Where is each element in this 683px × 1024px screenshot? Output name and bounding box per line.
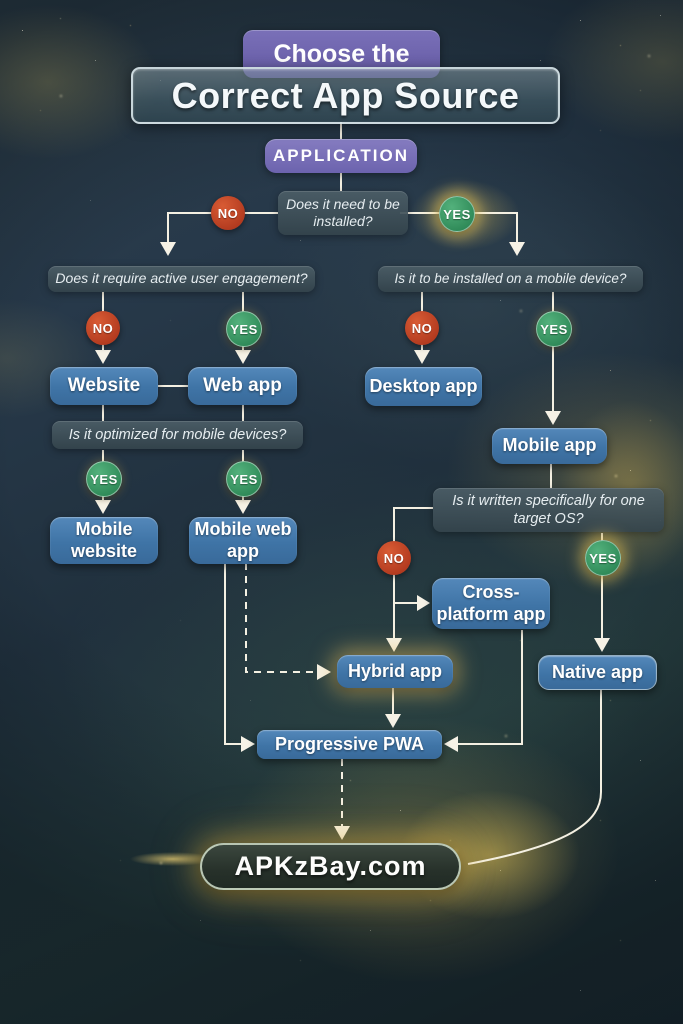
no-label: NO <box>217 205 239 221</box>
arrowhead <box>95 350 111 364</box>
yes-label: YES <box>230 471 258 487</box>
node-label: Native app <box>551 661 644 682</box>
no-label: NO <box>411 320 433 336</box>
node-progressive-pwa: Progressive PWA <box>257 730 442 759</box>
node-hybrid-app: Hybrid app <box>337 655 453 688</box>
node-desktop-app: Desktop app <box>365 367 482 406</box>
node-cross-platform-app: Cross-platform app <box>432 578 550 629</box>
decision-yes-mobile-device: YES <box>536 311 572 347</box>
question-text: Is it optimized for mobile devices? <box>68 426 287 443</box>
edge-q5-no <box>393 507 433 640</box>
edge-crossplatform-pwa <box>457 630 523 745</box>
decision-yes-need-installed: YES <box>439 196 475 232</box>
yes-label: YES <box>589 550 617 566</box>
node-label: Mobile web app <box>194 519 292 561</box>
footer-website-pill: APKzBay.com <box>200 843 461 890</box>
arrowhead <box>414 350 430 364</box>
question-text: Is it written specifically for one targe… <box>452 492 645 527</box>
yes-label: YES <box>230 321 258 337</box>
node-label: Cross-platform app <box>436 582 546 624</box>
arrowhead <box>509 242 525 256</box>
node-label: Desktop app <box>369 375 478 396</box>
decision-no-mobile-device: NO <box>405 311 439 345</box>
node-label: Hybrid app <box>347 660 442 681</box>
question-need-installed: Does it need to be installed? <box>278 191 408 235</box>
arrowhead <box>241 736 255 752</box>
node-label: Website <box>67 374 141 396</box>
decision-yes-active-engagement: YES <box>226 311 262 347</box>
edge-mobilewebapp-hybrid-dashed <box>245 563 318 673</box>
arrowhead <box>235 350 251 364</box>
node-label: Mobile website <box>70 519 138 561</box>
node-mobile-website: Mobile website <box>50 517 158 564</box>
yes-label: YES <box>540 321 568 337</box>
decision-no-target-os: NO <box>377 541 411 575</box>
yes-label: YES <box>443 206 471 222</box>
question-text: Does it require active user engagement? <box>55 270 308 287</box>
node-mobile-app: Mobile app <box>492 428 607 464</box>
node-web-app: Web app <box>188 367 297 405</box>
decision-yes-optimized-website: YES <box>86 461 122 497</box>
arrowhead <box>160 242 176 256</box>
node-label: Mobile app <box>502 435 597 456</box>
question-optimized-mobile: Is it optimized for mobile devices? <box>52 421 303 449</box>
decision-yes-optimized-webapp: YES <box>226 461 262 497</box>
question-target-os: Is it written specifically for one targe… <box>433 488 664 532</box>
question-text: Does it need to be installed? <box>286 195 400 230</box>
decision-no-active-engagement: NO <box>86 311 120 345</box>
yes-label: YES <box>90 471 118 487</box>
arrowhead <box>334 826 350 840</box>
node-label: Web app <box>203 374 282 396</box>
edge-native-footer-curve <box>467 688 602 865</box>
decision-no-need-installed: NO <box>211 196 245 230</box>
title-main: Correct App Source <box>171 74 520 116</box>
node-website: Website <box>50 367 158 405</box>
node-label: Progressive PWA <box>274 733 425 754</box>
edge-mobilewebapp-pwa <box>224 563 242 745</box>
question-mobile-device: Is it to be installed on a mobile device… <box>378 266 643 292</box>
arrowhead <box>594 638 610 652</box>
node-mobile-web-app: Mobile web app <box>189 517 297 564</box>
question-active-engagement: Does it require active user engagement? <box>48 266 315 292</box>
arrowhead <box>444 736 458 752</box>
arrowhead <box>235 500 251 514</box>
footer-website-label: APKzBay.com <box>234 851 427 881</box>
application-label: APPLICATION <box>273 146 409 165</box>
arrowhead <box>386 638 402 652</box>
no-label: NO <box>383 550 405 566</box>
arrowhead <box>417 595 430 611</box>
application-node: APPLICATION <box>265 139 417 173</box>
question-text: Is it to be installed on a mobile device… <box>394 270 627 286</box>
arrowhead <box>545 411 561 425</box>
arrowhead <box>317 664 331 680</box>
title-subtitle: Choose the <box>273 39 410 68</box>
arrowhead <box>385 714 401 728</box>
node-native-app: Native app <box>538 655 657 690</box>
no-label: NO <box>92 320 114 336</box>
title-main-box: Correct App Source <box>131 67 560 124</box>
arrowhead <box>95 500 111 514</box>
decision-yes-target-os: YES <box>585 540 621 576</box>
